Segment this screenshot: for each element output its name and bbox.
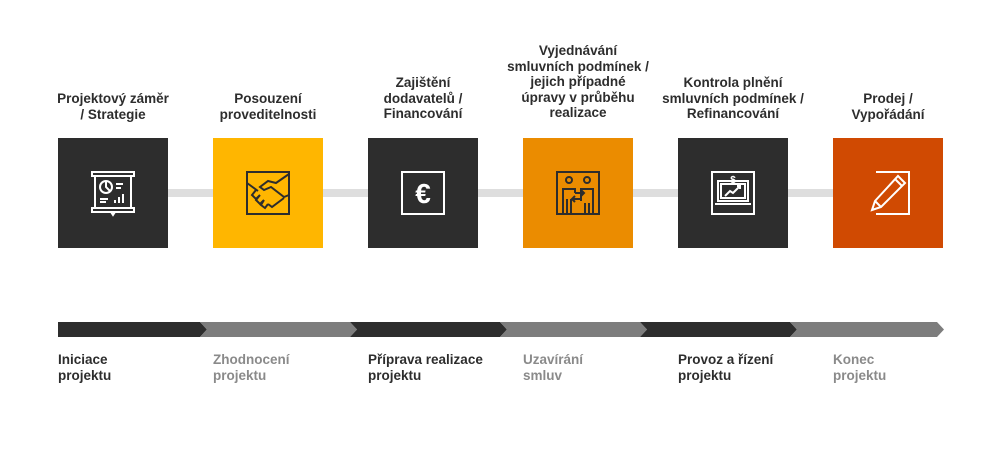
step-box-4 xyxy=(523,138,633,248)
handshake-icon xyxy=(246,171,290,215)
step-title-2: Posouzení proveditelnosti xyxy=(219,91,317,122)
step-title-1: Projektový záměr / Strategie xyxy=(57,91,169,122)
pencil-icon xyxy=(870,171,910,215)
phase-arrow-5 xyxy=(640,322,797,337)
euro-icon: € xyxy=(401,171,445,215)
step-title-3: Zajištění dodavatelů / Financování xyxy=(383,75,463,121)
phase-label-3: Příprava realizace projektu xyxy=(368,352,483,383)
phase-arrow-1 xyxy=(58,322,207,337)
step-box-2 xyxy=(213,138,323,248)
phase-arrow-4 xyxy=(500,322,647,337)
phase-arrow-3 xyxy=(350,322,507,337)
presentation-board-icon xyxy=(91,171,135,217)
phase-label-2: Zhodnocení projektu xyxy=(213,352,290,383)
phase-label-4: Uzavírání smluv xyxy=(523,352,584,383)
svg-text:€: € xyxy=(415,178,431,209)
laptop-dollar-growth-icon: $ xyxy=(711,171,755,215)
phase-label-5: Provoz a řízení projektu xyxy=(678,352,774,383)
phase-arrow-2 xyxy=(200,322,357,337)
step-title-5: Kontrola plnění smluvních podmínek / Ref… xyxy=(662,75,804,121)
step-box-5: $ xyxy=(678,138,788,248)
phase-label-6: Konec projektu xyxy=(833,352,887,383)
svg-text:$: $ xyxy=(730,175,736,186)
step-title-6: Prodej / Vypořádání xyxy=(851,91,925,122)
step-box-1 xyxy=(58,138,168,248)
phase-arrow-6 xyxy=(790,322,944,337)
phase-label-1: Iniciace projektu xyxy=(58,352,112,383)
step-title-4: Vyjednávání smluvních podmínek / jejich … xyxy=(507,43,649,120)
timeline-connector xyxy=(113,189,888,197)
negotiation-people-icon xyxy=(556,171,600,215)
step-box-3: € xyxy=(368,138,478,248)
step-box-6 xyxy=(833,138,943,248)
